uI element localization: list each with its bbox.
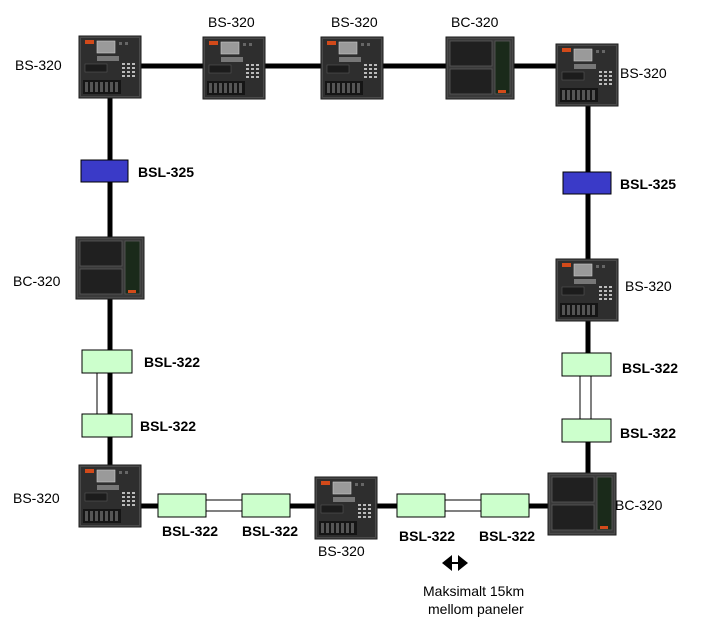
panel-bc320-left-mid <box>75 236 145 300</box>
panel-bc320-bottom-right <box>547 472 617 536</box>
label-bsl322-right-lower: BSL-322 <box>620 425 676 441</box>
note-line-1: Maksimalt 15km <box>423 583 524 599</box>
label-bottom-left: BS-320 <box>13 490 60 506</box>
label-top-4: BC-320 <box>451 14 499 30</box>
label-top-2: BS-320 <box>208 14 255 30</box>
label-bsl322-bottom-2: BSL-322 <box>242 523 298 539</box>
label-bsl322-bottom-3: BSL-322 <box>399 528 455 544</box>
panel-bs320-top-left <box>78 35 142 99</box>
label-bottom-right: BC-320 <box>615 497 663 513</box>
module-bsl322-right-upper <box>561 352 612 377</box>
label-bsl322-right-upper: BSL-322 <box>622 360 678 376</box>
module-bsl322-left-lower <box>81 413 133 438</box>
label-left-mid: BC-320 <box>13 273 61 289</box>
panel-bs320-top-2 <box>202 36 266 100</box>
label-top-left: BS-320 <box>15 57 62 73</box>
label-bottom-mid: BS-320 <box>318 543 365 559</box>
module-bsl322-right-lower <box>561 418 612 443</box>
distance-arrow-icon <box>442 555 468 571</box>
module-bsl322-bottom-2 <box>241 493 291 518</box>
panel-bs320-right-mid <box>555 258 619 322</box>
label-bsl322-left-upper: BSL-322 <box>144 354 200 370</box>
label-right-mid: BS-320 <box>625 278 672 294</box>
module-bsl325-left <box>80 159 129 183</box>
connection-lines <box>107 63 591 509</box>
module-bsl322-bottom-4 <box>480 493 530 518</box>
label-bsl322-bottom-1: BSL-322 <box>162 523 218 539</box>
panel-bs320-top-right <box>555 43 619 107</box>
panel-bc320-top-4 <box>445 36 515 100</box>
label-bsl325-left: BSL-325 <box>138 164 194 180</box>
panel-bs320-top-3 <box>320 36 384 100</box>
panel-bs320-bottom-mid <box>314 476 378 540</box>
label-bsl322-bottom-4: BSL-322 <box>479 528 535 544</box>
note-line-2: mellom paneler <box>428 601 524 617</box>
module-bsl322-bottom-3 <box>396 493 446 518</box>
label-top-3: BS-320 <box>331 14 378 30</box>
label-top-right: BS-320 <box>620 65 667 81</box>
module-bsl322-bottom-1 <box>157 493 207 518</box>
module-bsl325-right <box>562 171 612 195</box>
panel-bs320-bottom-left <box>78 464 142 528</box>
label-bsl322-left-lower: BSL-322 <box>140 418 196 434</box>
label-bsl325-right: BSL-325 <box>620 176 676 192</box>
module-bsl322-left-upper <box>81 349 133 374</box>
